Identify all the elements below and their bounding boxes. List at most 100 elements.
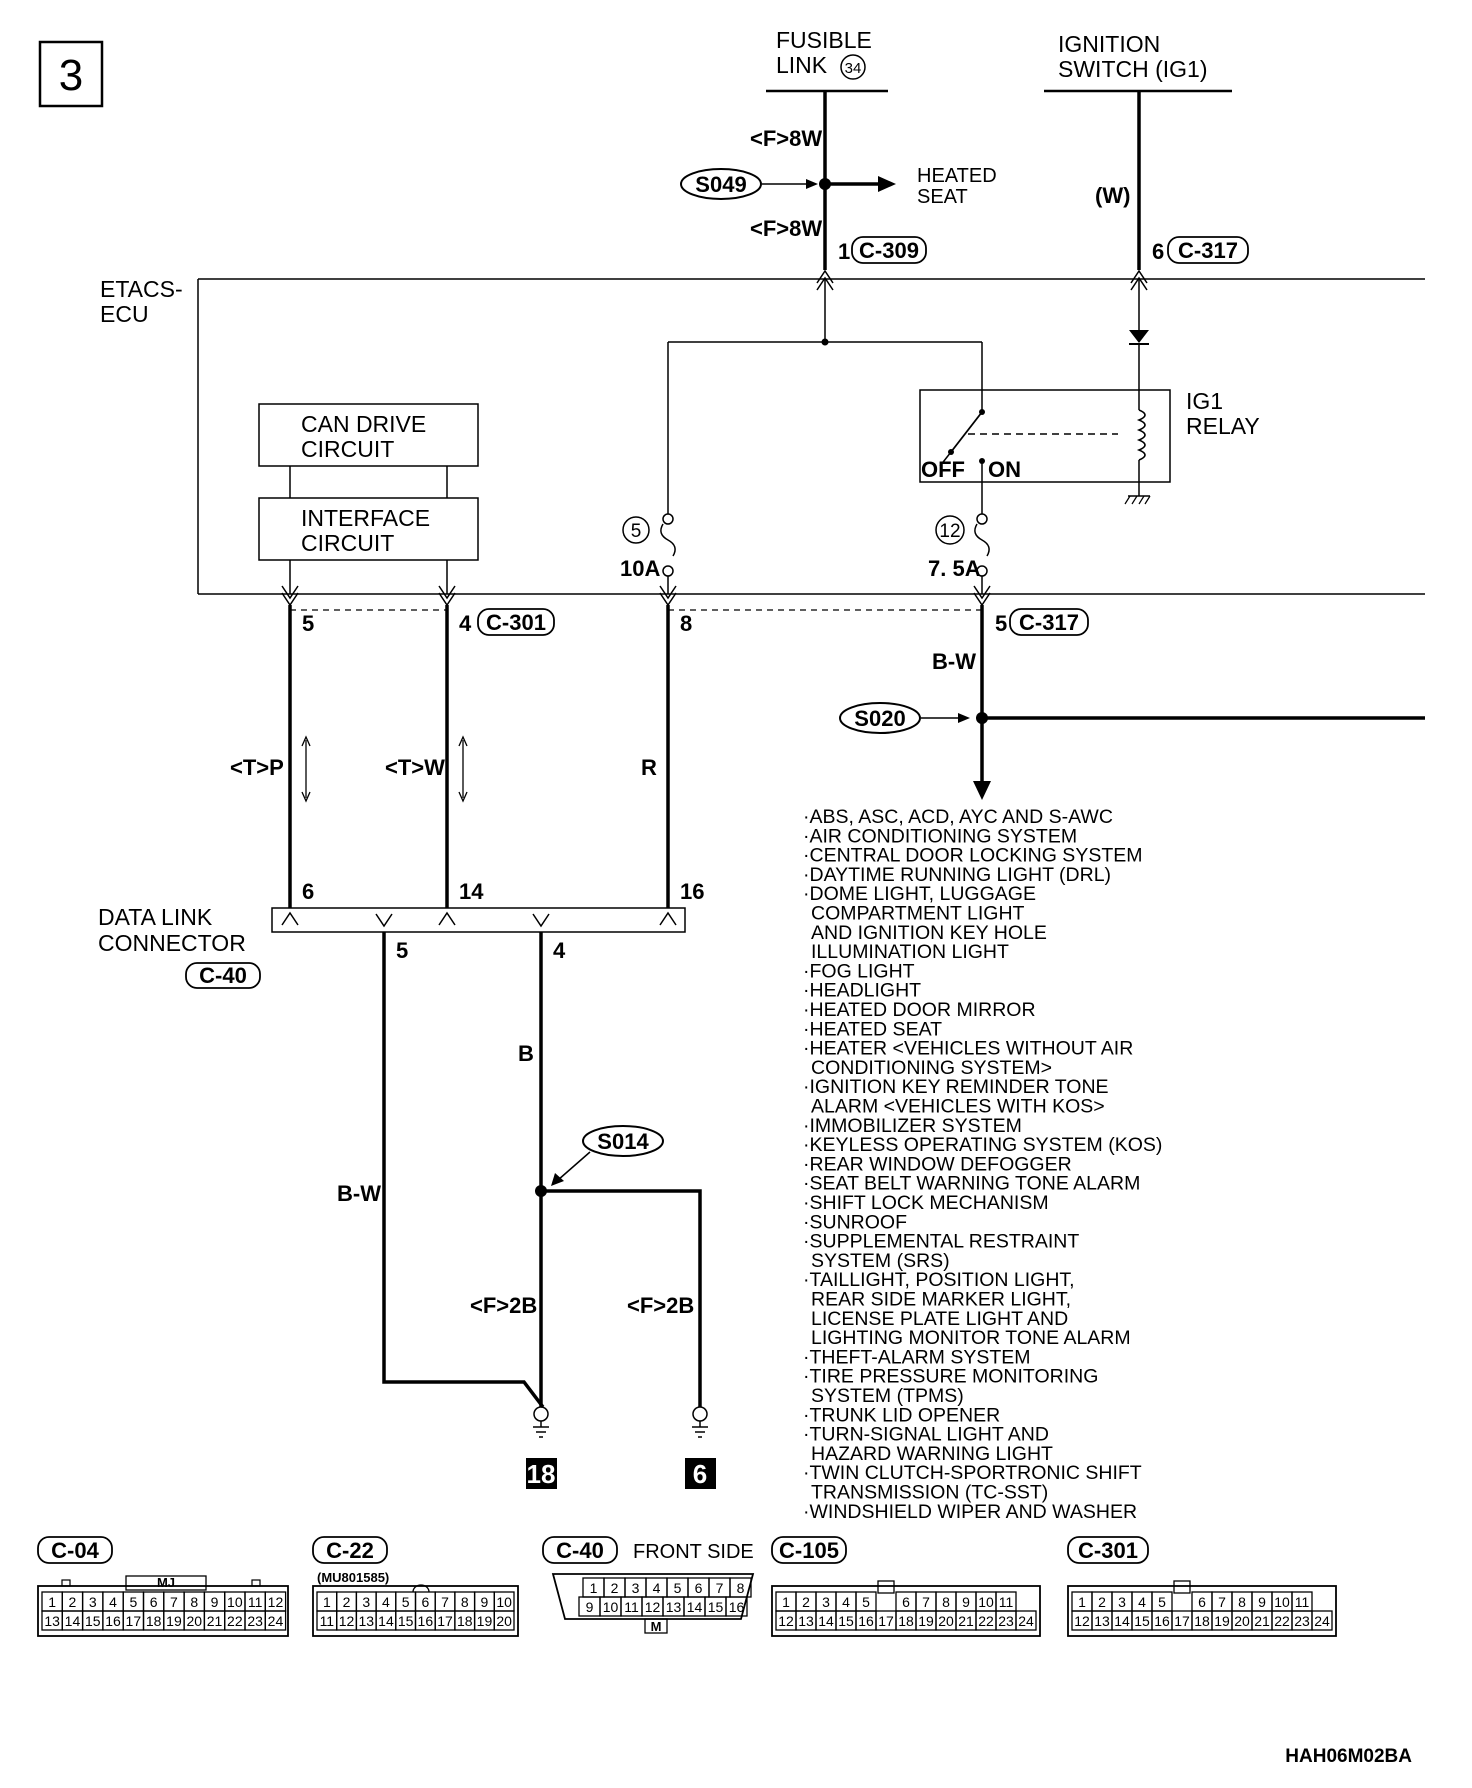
wire-label-b-w-relay: B-W bbox=[932, 649, 976, 674]
data-direction-icon bbox=[458, 735, 468, 803]
svg-text:8: 8 bbox=[737, 1580, 745, 1596]
ecu-pin-4: 4 bbox=[459, 611, 472, 636]
svg-text:2: 2 bbox=[802, 1594, 810, 1610]
svg-text:15: 15 bbox=[708, 1599, 724, 1615]
data-link-connector-body bbox=[271, 907, 686, 933]
fuse-12-number: 12 bbox=[939, 521, 960, 542]
connector-id: C-40 bbox=[556, 1538, 604, 1563]
svg-text:22: 22 bbox=[227, 1613, 243, 1629]
svg-text:8: 8 bbox=[942, 1594, 950, 1610]
pin-c317-6: 6 bbox=[1152, 239, 1164, 264]
svg-text:13: 13 bbox=[666, 1599, 682, 1615]
wire-label-b: B bbox=[518, 1041, 534, 1066]
svg-text:INTERFACE: INTERFACE bbox=[301, 505, 430, 531]
svg-text:ECU: ECU bbox=[100, 301, 149, 327]
system-item: ·TIRE PRESSURE MONITORING bbox=[803, 1366, 1098, 1388]
svg-text:18: 18 bbox=[527, 1459, 556, 1489]
system-item: CONDITIONING SYSTEM> bbox=[811, 1057, 1052, 1079]
wire-label-f8w-bottom: <F>8W bbox=[750, 216, 822, 241]
wire-b-w-ground bbox=[382, 932, 545, 1409]
svg-text:13: 13 bbox=[798, 1613, 814, 1629]
system-item: ALARM <VEHICLES WITH KOS> bbox=[811, 1096, 1105, 1118]
svg-text:7: 7 bbox=[716, 1580, 724, 1596]
system-item: COMPARTMENT LIGHT bbox=[811, 903, 1025, 925]
svg-text:6: 6 bbox=[902, 1594, 910, 1610]
svg-text:2: 2 bbox=[343, 1594, 351, 1610]
svg-text:5: 5 bbox=[129, 1594, 137, 1610]
systems-arrow bbox=[973, 781, 991, 800]
svg-text:IG1: IG1 bbox=[1186, 388, 1223, 414]
system-item: ·IMMOBILIZER SYSTEM bbox=[803, 1115, 1022, 1137]
svg-text:23: 23 bbox=[1294, 1613, 1310, 1629]
ground-point-6 bbox=[685, 1458, 716, 1489]
ecu-pin-5: 5 bbox=[302, 611, 314, 636]
ig1-relay-label: IG1 RELAY bbox=[1186, 388, 1260, 439]
connector-c309-tag bbox=[851, 236, 927, 264]
svg-text:19: 19 bbox=[918, 1613, 934, 1629]
svg-text:14: 14 bbox=[687, 1599, 703, 1615]
svg-text:5: 5 bbox=[862, 1594, 870, 1610]
system-item: ·IGNITION KEY REMINDER TONE bbox=[803, 1076, 1109, 1098]
svg-text:11: 11 bbox=[624, 1599, 639, 1615]
wire-label-t-p: <T>P bbox=[230, 755, 284, 780]
fuse-12-rating: 7. 5A bbox=[928, 556, 981, 581]
svg-text:20: 20 bbox=[938, 1613, 954, 1629]
system-item: SYSTEM (TPMS) bbox=[811, 1385, 964, 1407]
svg-text:4: 4 bbox=[109, 1594, 117, 1610]
svg-text:18: 18 bbox=[457, 1613, 473, 1629]
system-item: ·KEYLESS OPERATING SYSTEM (KOS) bbox=[803, 1134, 1162, 1156]
wire-label-r: R bbox=[641, 755, 657, 780]
wire-label-t-w: <T>W bbox=[385, 755, 445, 780]
svg-text:3: 3 bbox=[632, 1580, 640, 1596]
svg-text:16: 16 bbox=[729, 1599, 745, 1615]
svg-text:9: 9 bbox=[586, 1599, 594, 1615]
wire-label-f8w-top: <F>8W bbox=[750, 126, 822, 151]
svg-text:17: 17 bbox=[878, 1613, 894, 1629]
svg-text:12: 12 bbox=[339, 1613, 355, 1629]
system-item: ·WINDSHIELD WIPER AND WASHER bbox=[803, 1501, 1137, 1523]
system-item: TRANSMISSION (TC-SST) bbox=[811, 1482, 1048, 1504]
heated-seat-label: HEATED bbox=[917, 165, 997, 187]
ecu-pin-8: 8 bbox=[680, 611, 692, 636]
svg-text:10: 10 bbox=[603, 1599, 619, 1615]
system-item: LICENSE PLATE LIGHT AND bbox=[811, 1308, 1068, 1330]
svg-text:23: 23 bbox=[247, 1613, 263, 1629]
svg-text:15: 15 bbox=[1134, 1613, 1150, 1629]
dlc-pin-5: 5 bbox=[396, 938, 408, 963]
system-item: ·HEATED DOOR MIRROR bbox=[803, 999, 1036, 1021]
svg-text:1: 1 bbox=[323, 1594, 331, 1610]
svg-text:18: 18 bbox=[146, 1613, 162, 1629]
ig1-relay-box bbox=[919, 389, 1171, 483]
svg-text:5: 5 bbox=[402, 1594, 410, 1610]
svg-text:6: 6 bbox=[695, 1580, 703, 1596]
connector-id: C-04 bbox=[51, 1538, 99, 1563]
svg-text:13: 13 bbox=[44, 1613, 60, 1629]
data-direction-icon bbox=[301, 735, 311, 803]
relay-coil-icon bbox=[1136, 409, 1146, 461]
system-item: HAZARD WARNING LIGHT bbox=[811, 1443, 1053, 1465]
connector-note: M bbox=[651, 1619, 662, 1634]
system-item: ·DAYTIME RUNNING LIGHT (DRL) bbox=[803, 864, 1111, 886]
system-item: ·DOME LIGHT, LUGGAGE bbox=[803, 883, 1036, 905]
svg-text:7: 7 bbox=[922, 1594, 930, 1610]
interface-circuit-block bbox=[258, 497, 479, 561]
system-item: ·TRUNK LID OPENER bbox=[803, 1404, 1000, 1426]
page-number: 3 bbox=[59, 51, 83, 100]
system-item: ·SEAT BELT WARNING TONE ALARM bbox=[803, 1173, 1140, 1195]
splice-s020-label: S020 bbox=[854, 706, 905, 731]
svg-text:15: 15 bbox=[85, 1613, 101, 1629]
svg-text:10: 10 bbox=[496, 1594, 512, 1610]
fuse-5 bbox=[660, 513, 676, 577]
svg-text:20: 20 bbox=[1234, 1613, 1250, 1629]
system-item: ·SUPPLEMENTAL RESTRAINT bbox=[803, 1231, 1079, 1253]
svg-text:C-317: C-317 bbox=[1178, 238, 1238, 263]
connector-c301-tag bbox=[477, 608, 555, 636]
dlc-pin-16: 16 bbox=[680, 879, 704, 904]
svg-text:LINK: LINK bbox=[776, 52, 828, 78]
svg-text:21: 21 bbox=[1254, 1613, 1270, 1629]
connector-id: C-105 bbox=[779, 1538, 839, 1563]
splice-s014-dot bbox=[535, 1185, 547, 1197]
